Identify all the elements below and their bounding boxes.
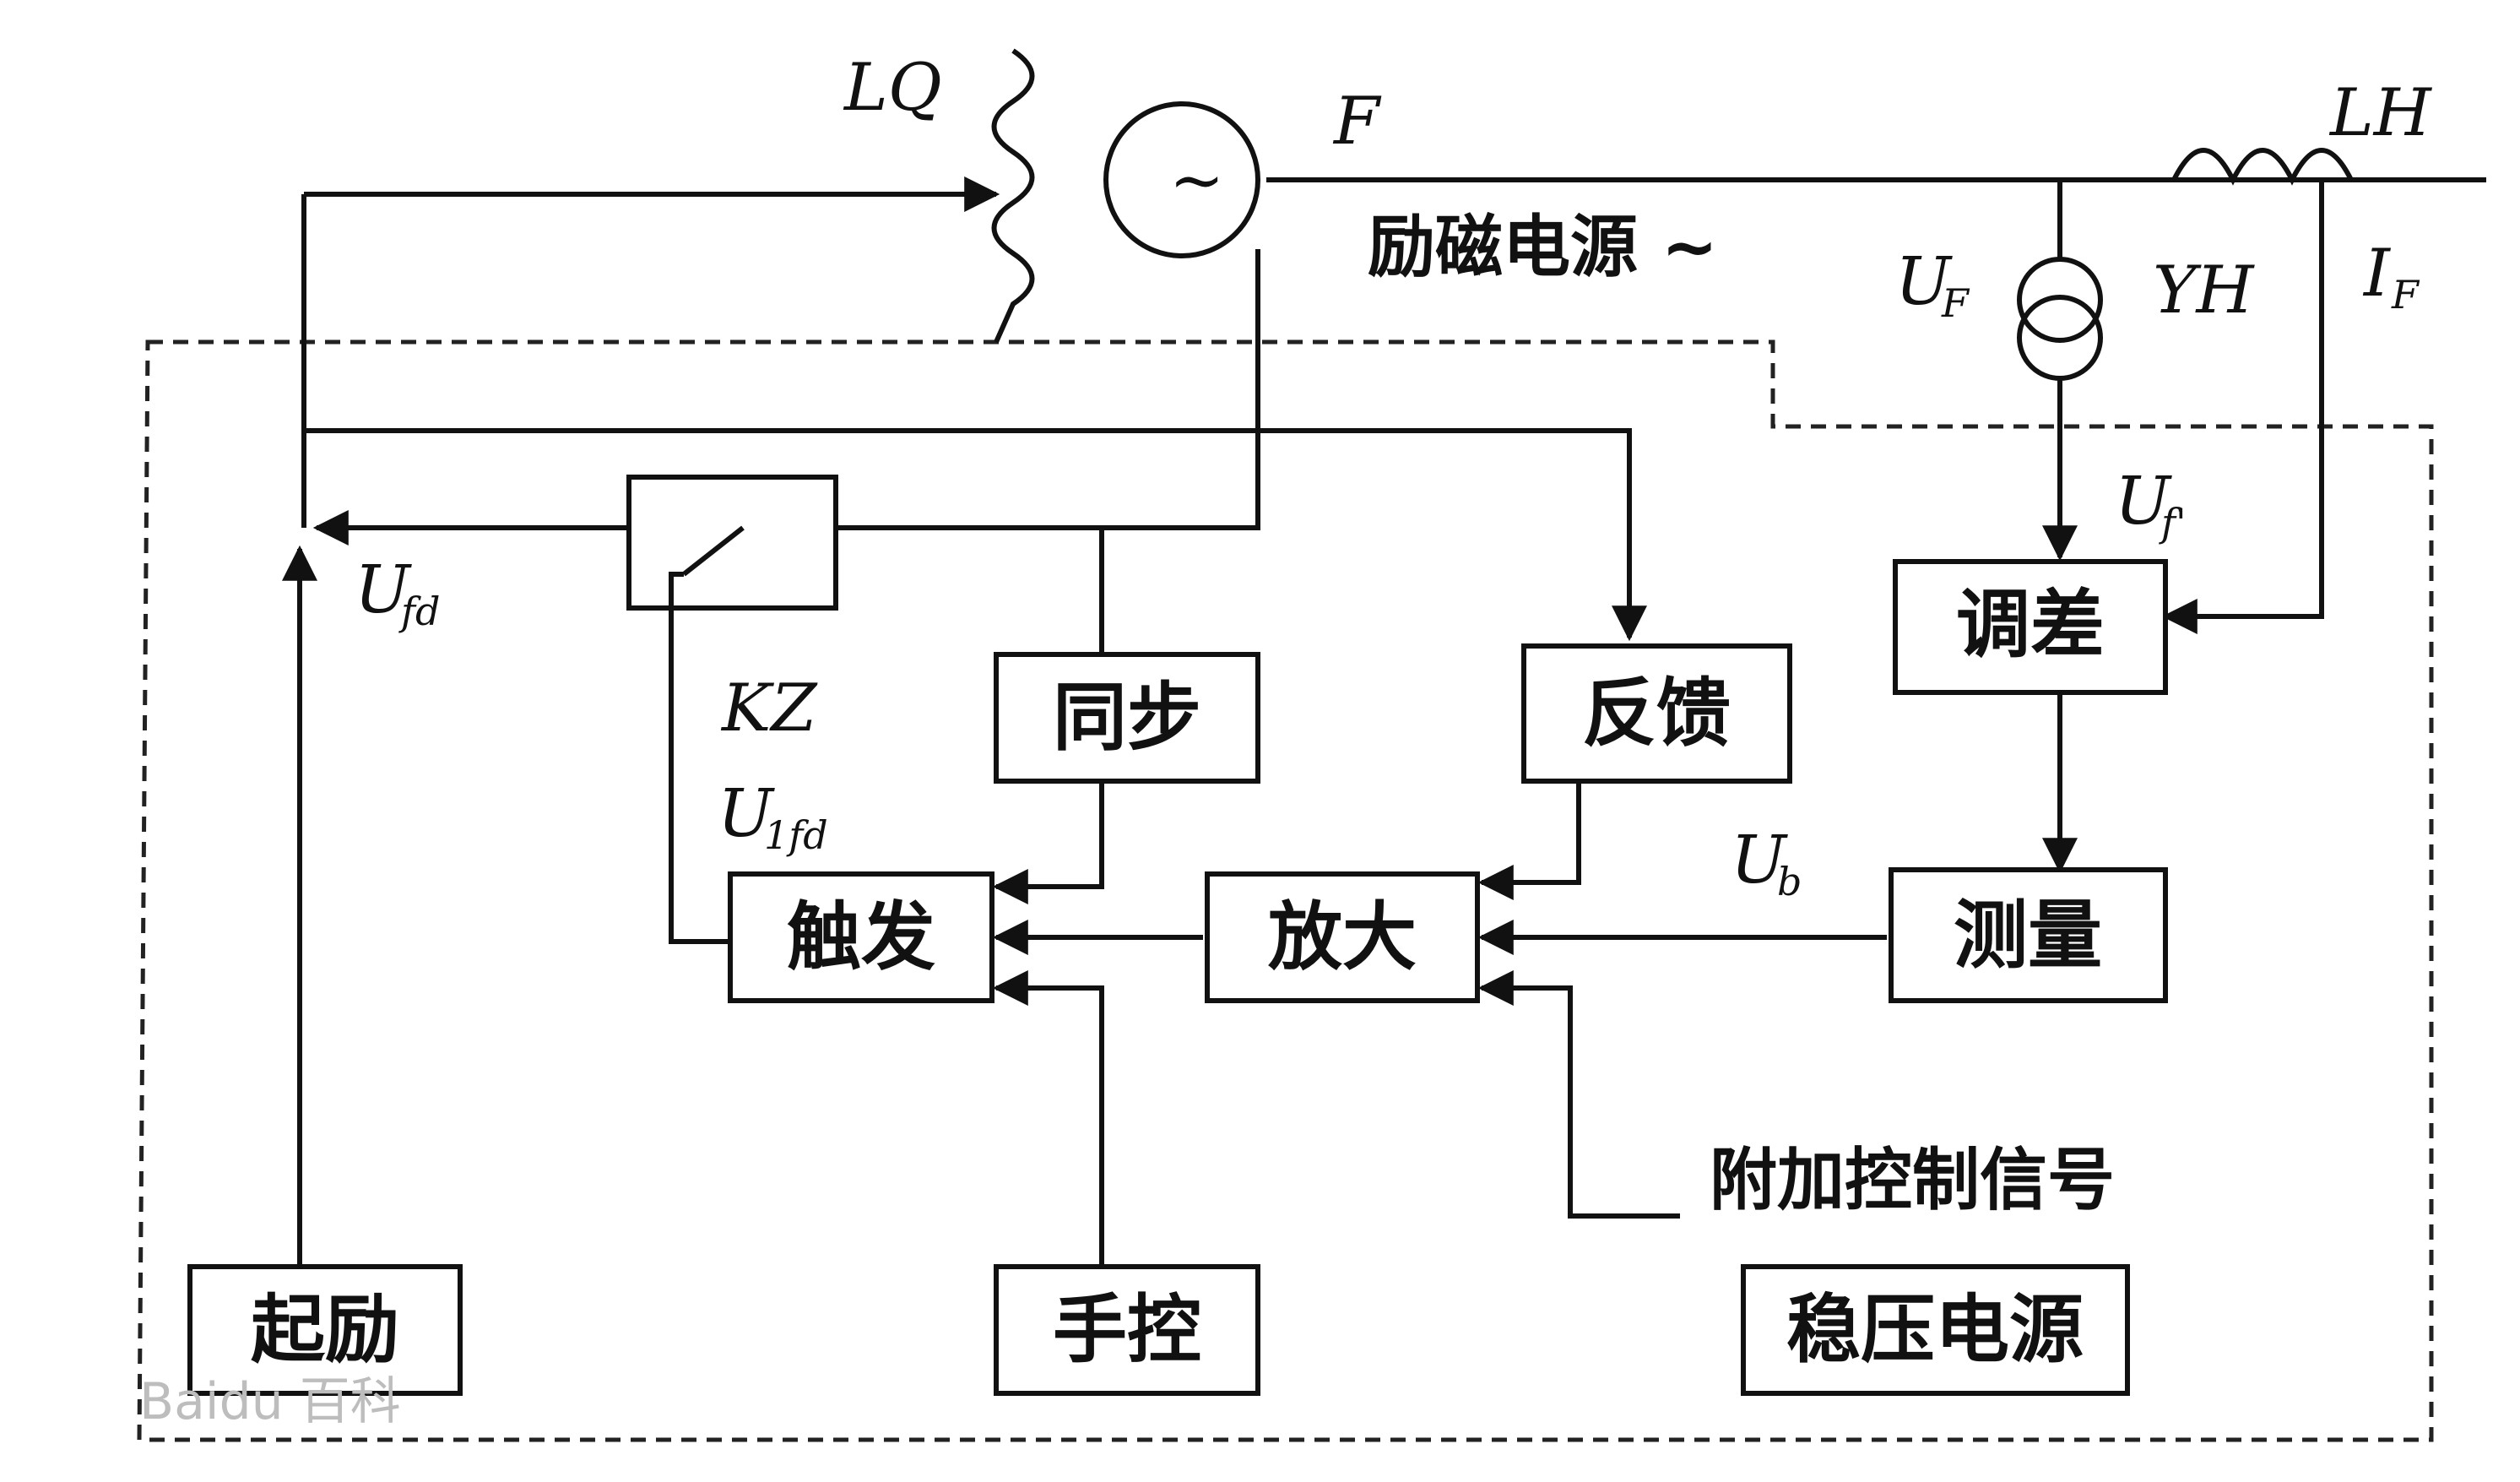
label-ub: U (1731, 822, 1788, 898)
fujia-to-fangda-line (1477, 970, 1680, 1219)
block-chufa-label: 触发 (787, 893, 935, 980)
block-fankui-label: 反馈 (1582, 670, 1731, 757)
label-lici: 励磁电源 ~ (1368, 208, 1718, 286)
control-unit-boundary (137, 339, 2434, 1442)
block-fangda-label: 放大 (1268, 893, 1417, 980)
generator-tilde: ~ (1169, 143, 1224, 219)
label-fujia: 附加控制信号 (1710, 1141, 2115, 1219)
block-tongbu-label: 同步 (1053, 674, 1201, 761)
label-if-sub: F (2391, 272, 2420, 318)
label-uf-sub: F (1941, 280, 1970, 326)
kz-gate-line (669, 572, 730, 944)
label-if: I (2362, 236, 2392, 312)
block-chufa (728, 871, 994, 1003)
label-lh: LH (2328, 75, 2433, 151)
label-ub-sub: b (1777, 859, 1802, 904)
kz-thyristor-box (626, 475, 838, 611)
block-celiang (1889, 867, 2168, 1003)
generator-symbol (1103, 101, 1260, 258)
block-fangda (1205, 871, 1480, 1003)
lh-coil (2171, 148, 2354, 186)
kz-switch (682, 525, 745, 577)
feedback-input-line (304, 428, 1647, 642)
block-wenya (1741, 1264, 2130, 1396)
block-fankui (1521, 643, 1792, 784)
block-tongbu (994, 652, 1260, 784)
label-u1fd-sub: 1fd (764, 812, 828, 858)
fankui-to-fangda-line (1477, 781, 1581, 900)
lq-winding (991, 48, 1035, 344)
block-wenya-label: 稳压电源 (1786, 1286, 2084, 1373)
label-u1fd: U (718, 776, 775, 852)
lh-to-tiaocha-line (2161, 180, 2324, 634)
label-yh: YH (2153, 252, 2255, 328)
block-shoukong (994, 1264, 1260, 1396)
label-uf: U (1895, 244, 1953, 320)
block-tiaocha (1893, 559, 2168, 695)
shoukong-to-chufa-line (992, 970, 1104, 1267)
block-qili-label: 起励 (251, 1286, 399, 1373)
label-f: F (1332, 84, 1382, 160)
label-ufd: U (355, 552, 412, 628)
label-kz: KZ (720, 670, 818, 746)
block-qili (187, 1264, 463, 1396)
block-celiang-label: 测量 (1954, 892, 2102, 979)
watermark: Baidu 百科 (139, 1372, 401, 1431)
generator-to-kz-line (756, 249, 1260, 546)
label-ufprime-sub: f' (2159, 500, 2187, 546)
block-tiaocha-label: 调差 (1956, 581, 2105, 668)
tongbu-to-chufa-line (992, 781, 1104, 904)
block-shoukong-label: 手控 (1053, 1286, 1201, 1373)
label-ufd-sub: fd (398, 589, 440, 634)
label-lq: LQ (843, 50, 942, 126)
label-ufprime: U (2115, 464, 2172, 540)
